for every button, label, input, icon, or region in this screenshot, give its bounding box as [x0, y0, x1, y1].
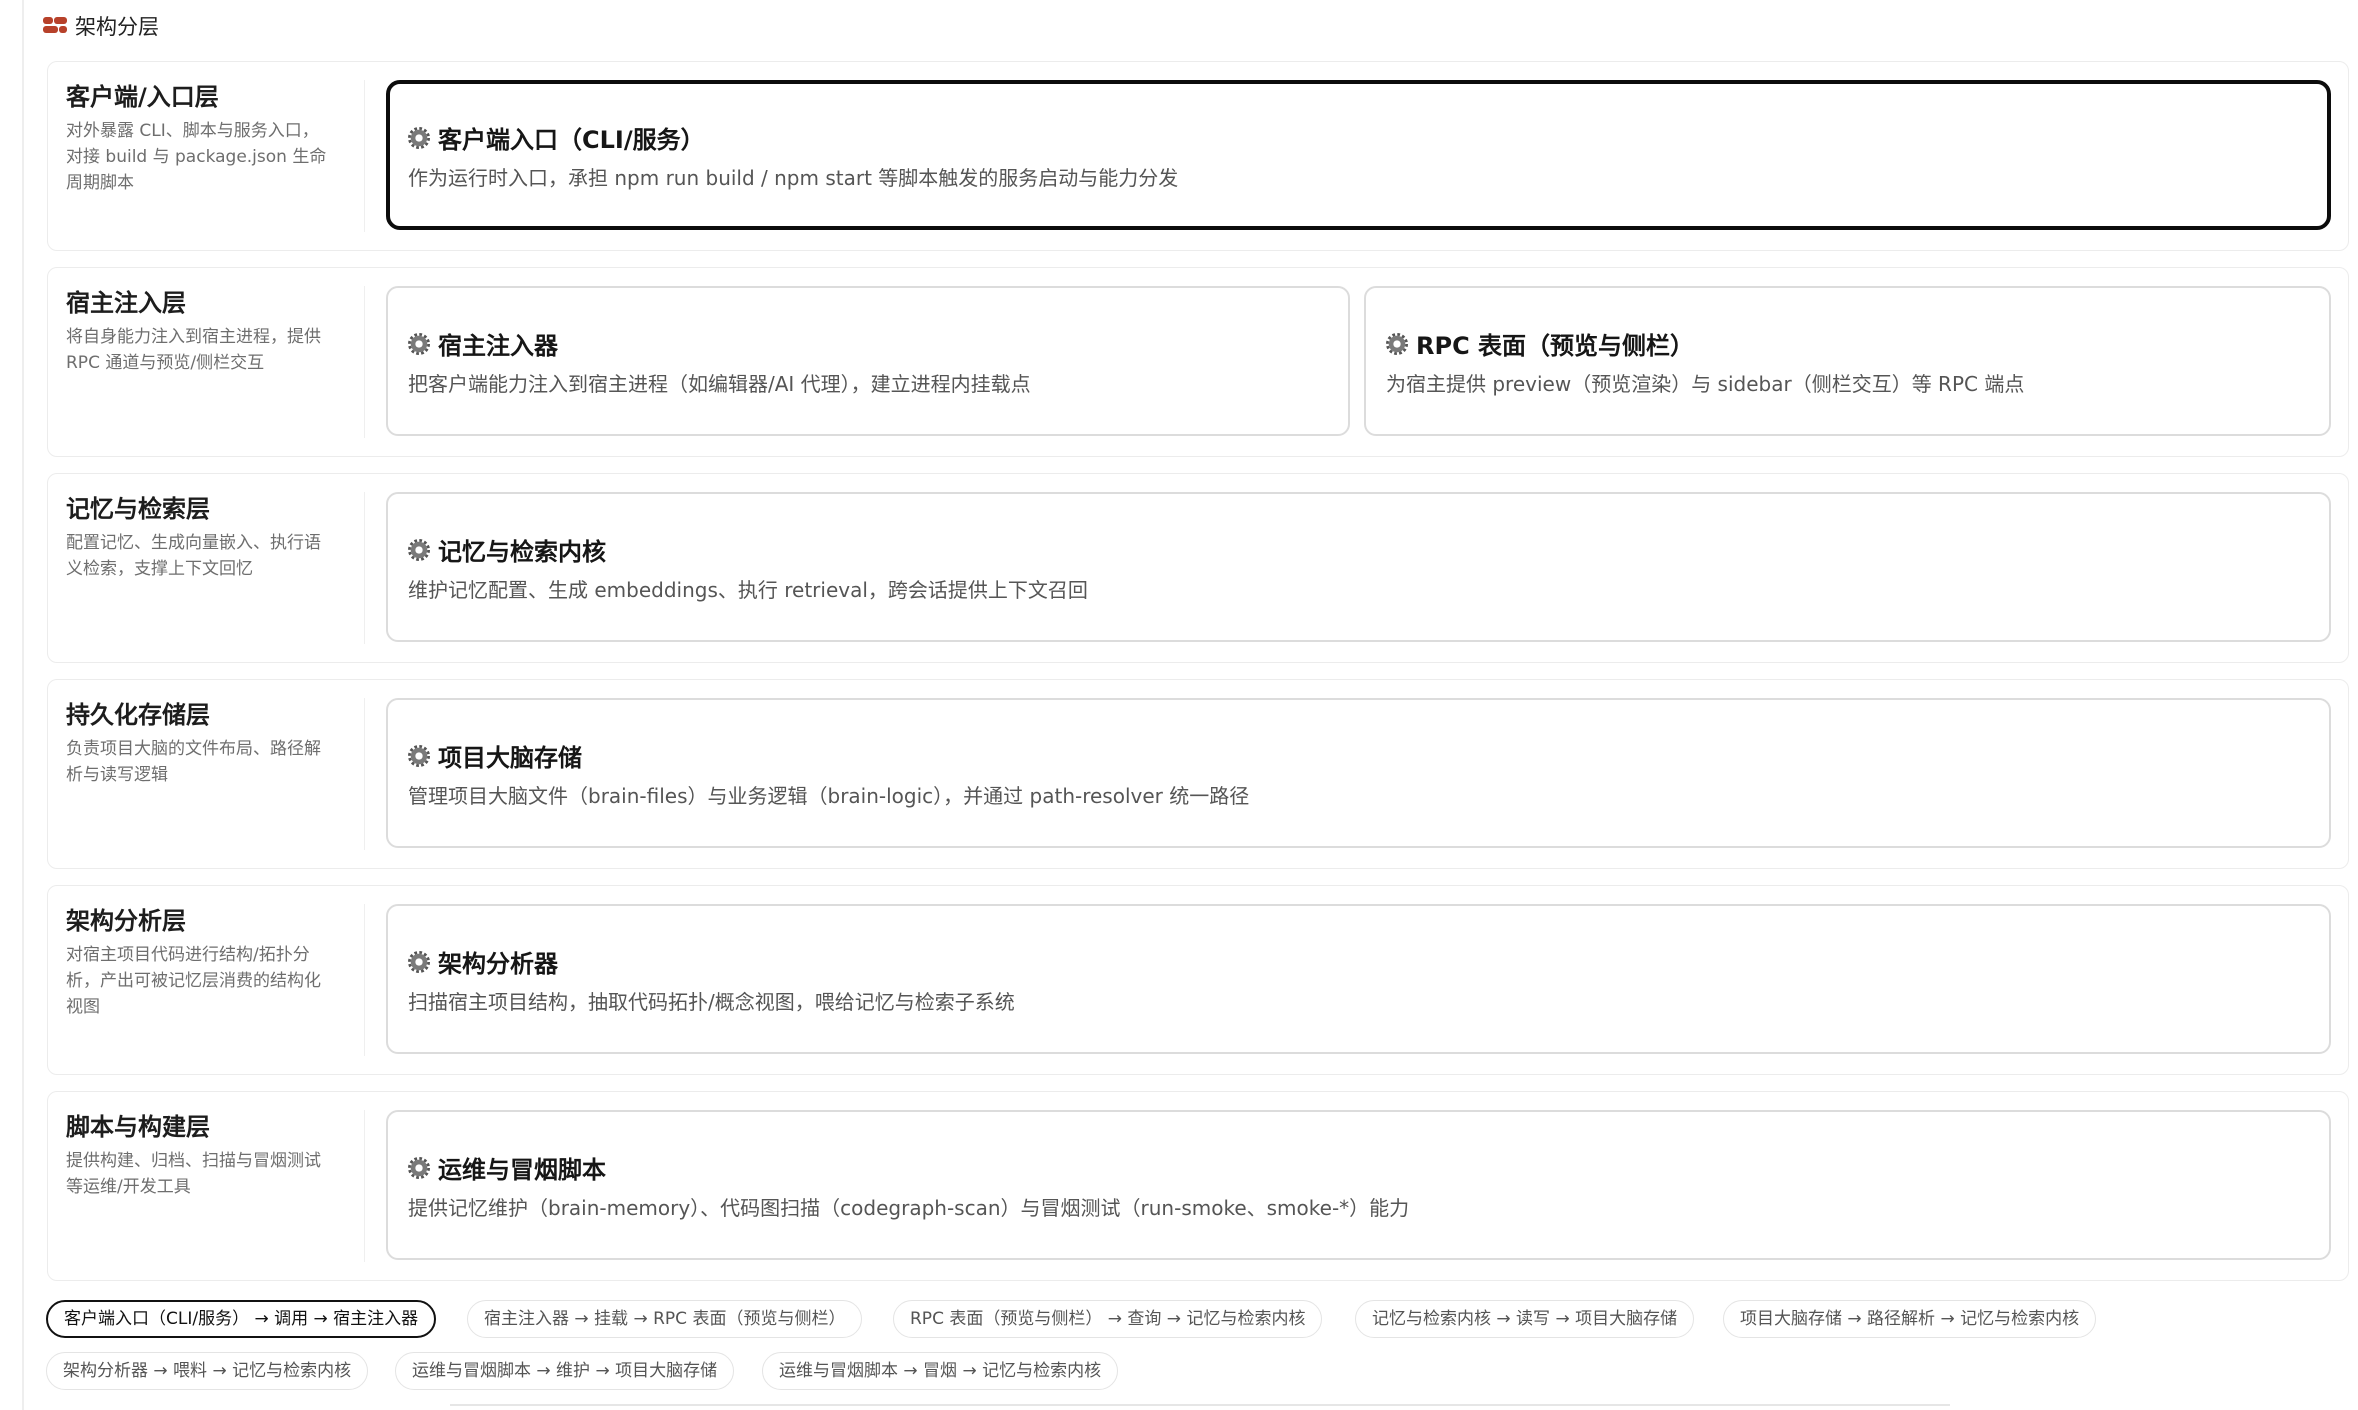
layer-scripts-build: 脚本与构建层 提供构建、归档、扫描与冒烟测试 等运维/开发工具 运维与冒烟脚本 …: [47, 1091, 2349, 1281]
relation-chip[interactable]: 宿主注入器 → 挂载 → RPC 表面（预览与侧栏）: [467, 1300, 863, 1338]
layer-memory-retrieval: 记忆与检索层 配置记忆、生成向量嵌入、执行语 义检索，支撑上下文回忆 记忆与检索…: [47, 473, 2349, 663]
brick-icon: [43, 17, 67, 35]
layer-desc-line: 负责项目大脑的文件布局、路径解: [66, 739, 321, 759]
layer-desc: 提供构建、归档、扫描与冒烟测试 等运维/开发工具: [66, 1148, 391, 1200]
section-title: 架构分层: [43, 11, 159, 41]
module-card-rpc-surface[interactable]: RPC 表面（预览与侧栏） 为宿主提供 preview（预览渲染）与 sideb…: [1364, 286, 2331, 436]
module-card-brain-storage[interactable]: 项目大脑存储 管理项目大脑文件（brain-files）与业务逻辑（brain-…: [386, 698, 2331, 848]
layer-title: 客户端/入口层: [66, 83, 219, 111]
card-title: 项目大脑存储: [438, 744, 582, 772]
card-desc: 维护记忆配置、生成 embeddings、执行 retrieval，跨会话提供上…: [408, 578, 1088, 602]
relation-chip[interactable]: 运维与冒烟脚本 → 冒烟 → 记忆与检索内核: [762, 1352, 1119, 1390]
relation-chip[interactable]: 项目大脑存储 → 路径解析 → 记忆与检索内核: [1723, 1300, 2097, 1338]
layer-desc-line: 将自身能力注入到宿主进程，提供: [66, 327, 321, 347]
layer-desc-line: 提供构建、归档、扫描与冒烟测试: [66, 1151, 321, 1171]
layer-title: 记忆与检索层: [66, 495, 210, 523]
scroll-hint-rule: [450, 1404, 1950, 1406]
gear-icon: [1386, 332, 1408, 355]
card-title: 宿主注入器: [438, 332, 558, 360]
gear-icon: [408, 744, 430, 767]
layer-desc-line: 等运维/开发工具: [66, 1177, 191, 1197]
layer-title: 脚本与构建层: [66, 1113, 210, 1141]
left-rule: [22, 0, 24, 1410]
layer-desc: 配置记忆、生成向量嵌入、执行语 义检索，支撑上下文回忆: [66, 530, 391, 582]
layer-desc: 将自身能力注入到宿主进程，提供 RPC 通道与预览/侧栏交互: [66, 324, 391, 376]
layer-title: 持久化存储层: [66, 701, 210, 729]
layer-desc-line: 对外暴露 CLI、脚本与服务入口，: [66, 121, 319, 141]
layer-title: 宿主注入层: [66, 289, 186, 317]
card-desc: 把客户端能力注入到宿主进程（如编辑器/AI 代理），建立进程内挂载点: [408, 372, 1031, 396]
card-title: 运维与冒烟脚本: [438, 1156, 606, 1184]
gear-icon: [408, 126, 430, 149]
card-desc: 扫描宿主项目结构，抽取代码拓扑/概念视图，喂给记忆与检索子系统: [408, 990, 1015, 1014]
layer-desc-line: 析与读写逻辑: [66, 765, 168, 785]
module-card-host-injector[interactable]: 宿主注入器 把客户端能力注入到宿主进程（如编辑器/AI 代理），建立进程内挂载点: [386, 286, 1350, 436]
layer-desc: 负责项目大脑的文件布局、路径解 析与读写逻辑: [66, 736, 391, 788]
module-card-memory-core[interactable]: 记忆与检索内核 维护记忆配置、生成 embeddings、执行 retrieva…: [386, 492, 2331, 642]
card-title: 客户端入口（CLI/服务）: [438, 126, 705, 154]
layer-desc-line: 配置记忆、生成向量嵌入、执行语: [66, 533, 321, 553]
layer-desc: 对宿主项目代码进行结构/拓扑分 析，产出可被记忆层消费的结构化 视图: [66, 942, 391, 1020]
layer-desc-line: 义检索，支撑上下文回忆: [66, 559, 253, 579]
card-desc: 管理项目大脑文件（brain-files）与业务逻辑（brain-logic），…: [408, 784, 1250, 808]
layer-desc-line: 对接 build 与 package.json 生命: [66, 147, 327, 167]
card-desc: 为宿主提供 preview（预览渲染）与 sidebar（侧栏交互）等 RPC …: [1386, 372, 2025, 396]
relation-chip[interactable]: 运维与冒烟脚本 → 维护 → 项目大脑存储: [395, 1352, 735, 1390]
layer-title: 架构分析层: [66, 907, 186, 935]
layer-desc: 对外暴露 CLI、脚本与服务入口， 对接 build 与 package.jso…: [66, 118, 391, 196]
card-desc: 提供记忆维护（brain-memory）、代码图扫描（codegraph-sca…: [408, 1196, 1410, 1220]
layer-persistent-storage: 持久化存储层 负责项目大脑的文件布局、路径解 析与读写逻辑 项目大脑存储 管理项…: [47, 679, 2349, 869]
gear-icon: [408, 332, 430, 355]
card-title: RPC 表面（预览与侧栏）: [1416, 332, 1695, 360]
relation-chip[interactable]: 客户端入口（CLI/服务） → 调用 → 宿主注入器: [46, 1300, 437, 1338]
layer-architecture-analysis: 架构分析层 对宿主项目代码进行结构/拓扑分 析，产出可被记忆层消费的结构化 视图…: [47, 885, 2349, 1075]
card-desc: 作为运行时入口，承担 npm run build / npm start 等脚本…: [408, 166, 1179, 190]
module-card-client-entry[interactable]: 客户端入口（CLI/服务） 作为运行时入口，承担 npm run build /…: [386, 80, 2331, 230]
layer-desc-line: RPC 通道与预览/侧栏交互: [66, 353, 265, 373]
layer-desc-line: 析，产出可被记忆层消费的结构化: [66, 971, 321, 991]
relation-chip[interactable]: RPC 表面（预览与侧栏） → 查询 → 记忆与检索内核: [893, 1300, 1323, 1338]
module-card-ops-scripts[interactable]: 运维与冒烟脚本 提供记忆维护（brain-memory）、代码图扫描（codeg…: [386, 1110, 2331, 1260]
gear-icon: [408, 538, 430, 561]
card-title: 架构分析器: [438, 950, 558, 978]
layer-desc-line: 对宿主项目代码进行结构/拓扑分: [66, 945, 310, 965]
layer-desc-line: 视图: [66, 997, 100, 1017]
layer-host-injection: 宿主注入层 将自身能力注入到宿主进程，提供 RPC 通道与预览/侧栏交互 宿主注…: [47, 267, 2349, 457]
module-card-arch-analyzer[interactable]: 架构分析器 扫描宿主项目结构，抽取代码拓扑/概念视图，喂给记忆与检索子系统: [386, 904, 2331, 1054]
gear-icon: [408, 950, 430, 973]
layer-desc-line: 周期脚本: [66, 173, 134, 193]
section-title-text: 架构分层: [75, 15, 159, 39]
card-title: 记忆与检索内核: [438, 538, 606, 566]
layer-client-entry: 客户端/入口层 对外暴露 CLI、脚本与服务入口， 对接 build 与 pac…: [47, 61, 2349, 251]
gear-icon: [408, 1156, 430, 1179]
relation-chip[interactable]: 架构分析器 → 喂料 → 记忆与检索内核: [46, 1352, 369, 1390]
relation-chip[interactable]: 记忆与检索内核 → 读写 → 项目大脑存储: [1355, 1300, 1695, 1338]
